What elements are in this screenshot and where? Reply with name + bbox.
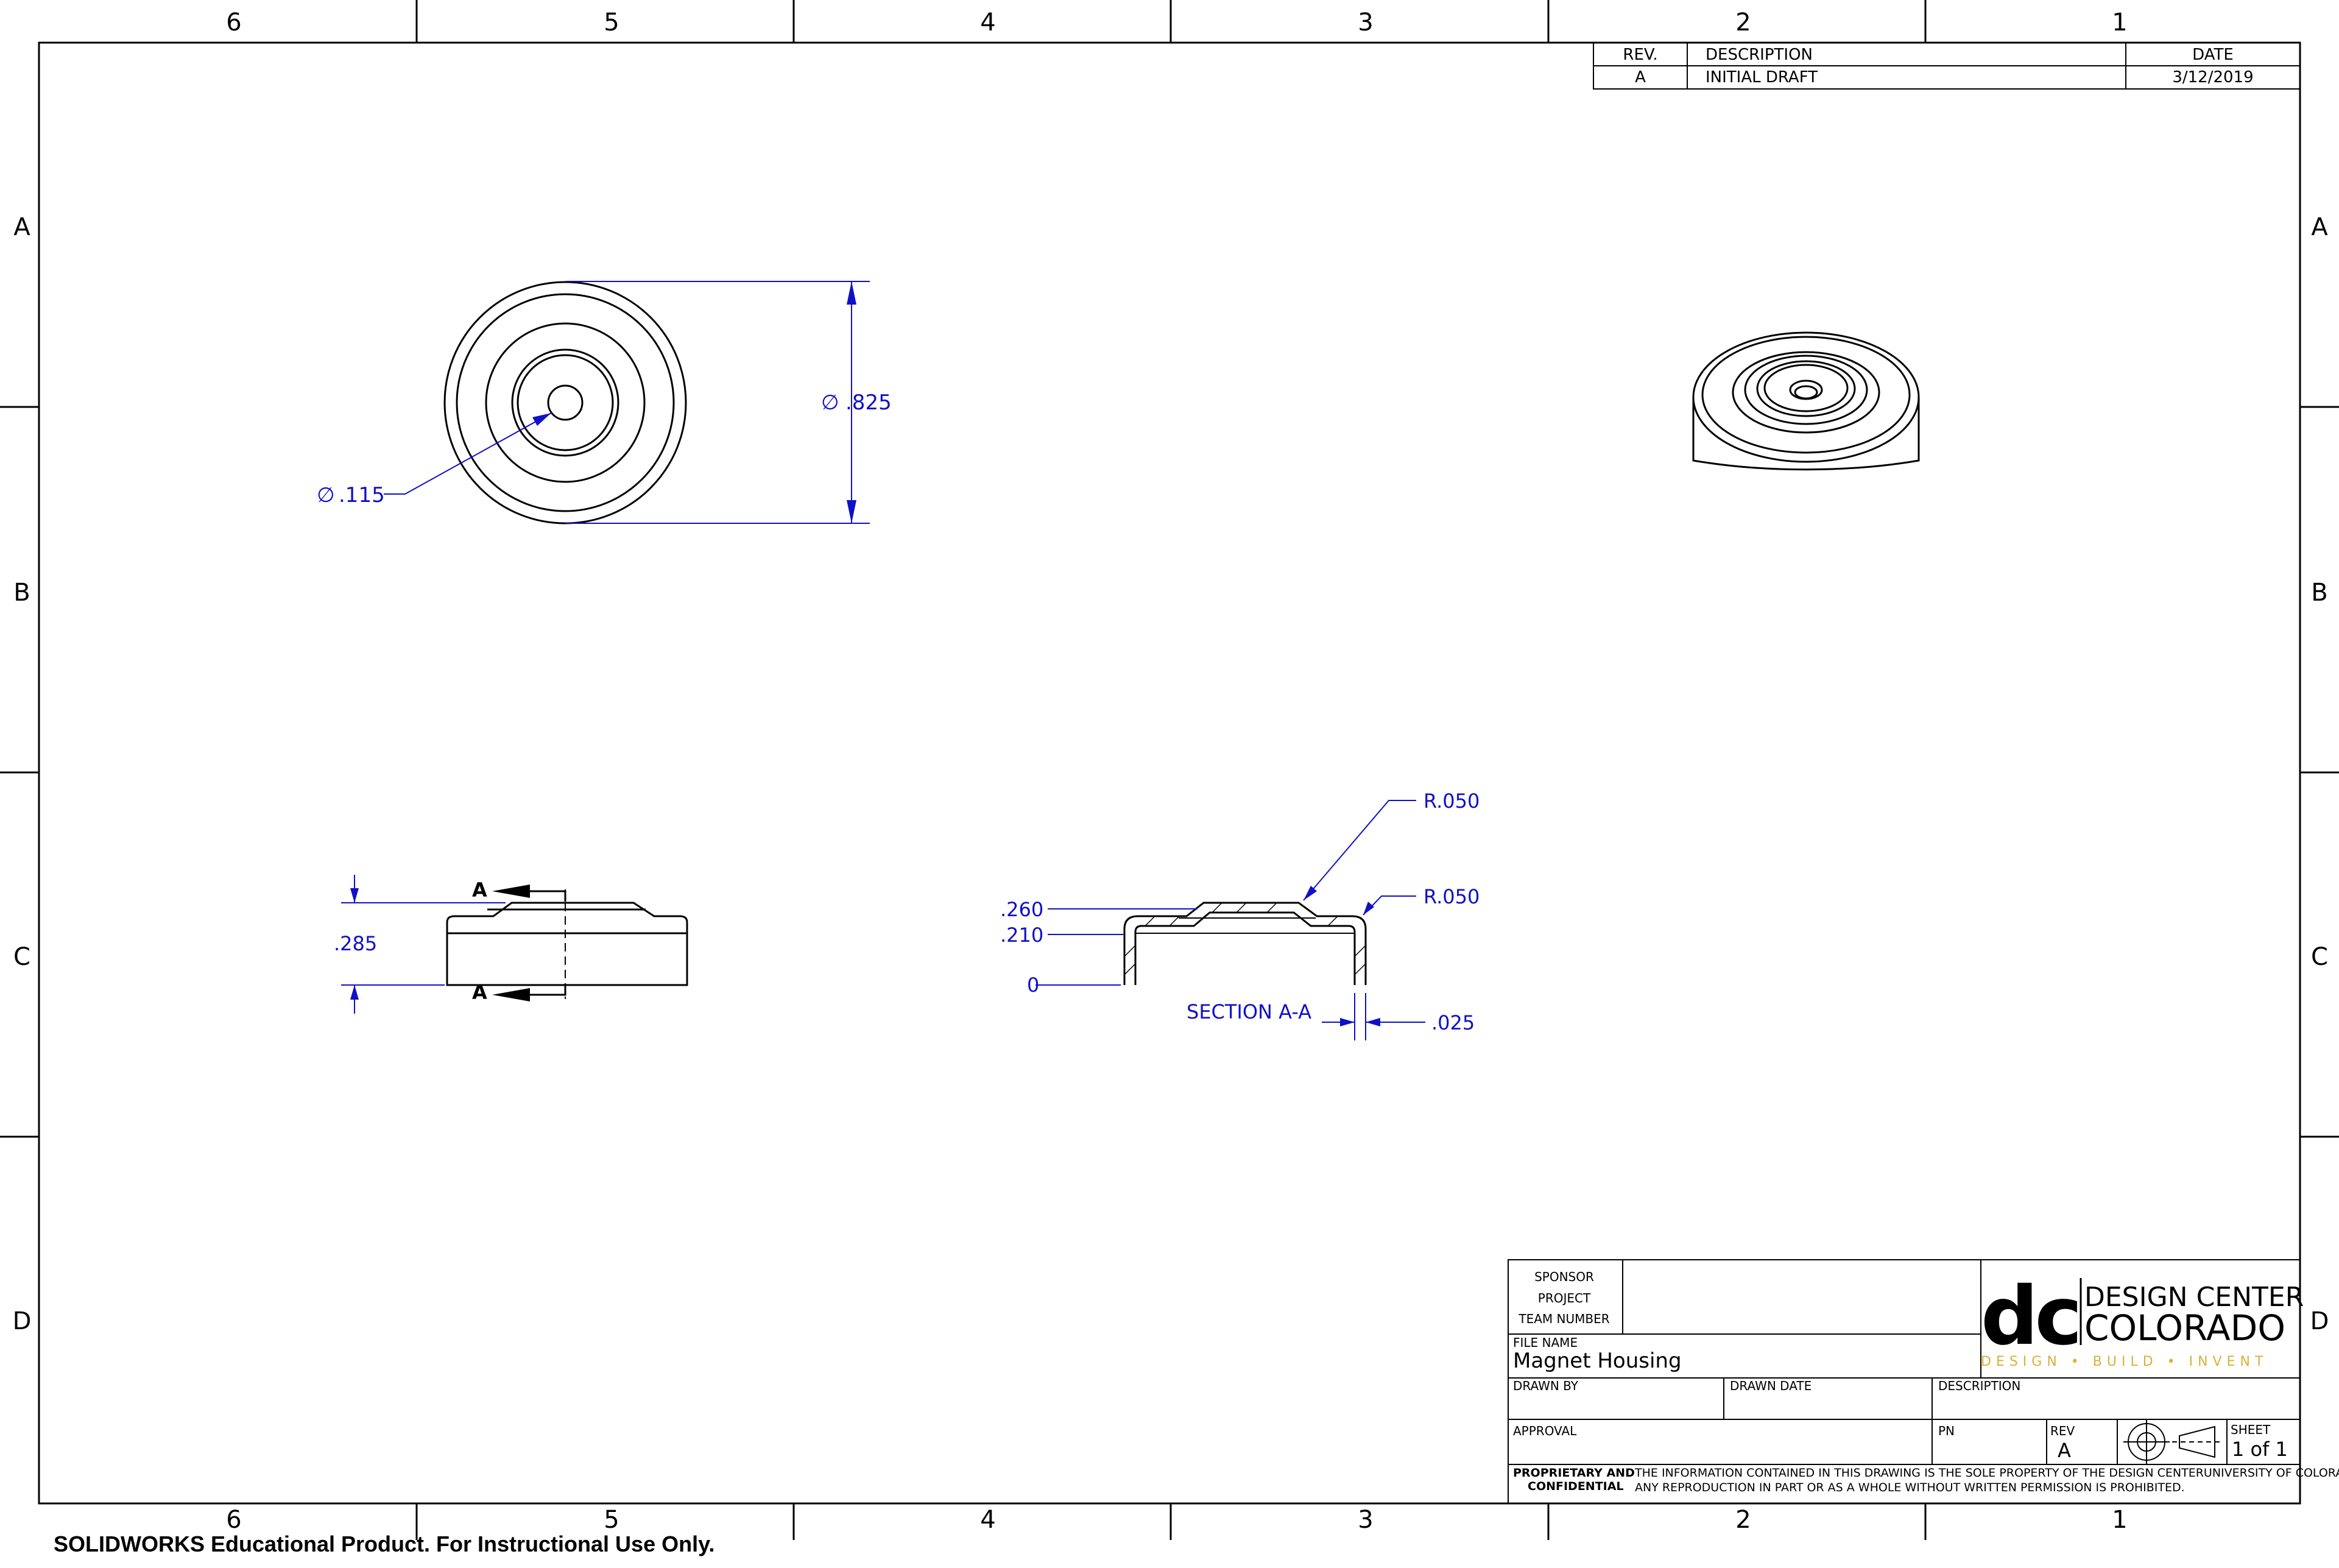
file-name-value: Magnet Housing: [1513, 1349, 1682, 1373]
date-header: DATE: [2192, 46, 2234, 64]
sheet-label: SHEET: [2231, 1422, 2271, 1437]
zone-col-bottom-3: 3: [1358, 1506, 1373, 1534]
zone-col-bottom-5: 5: [604, 1506, 619, 1534]
fillet-top-label: R.050: [1424, 789, 1480, 813]
height-dimension-label: .285: [334, 932, 377, 955]
notice-line-2: ANY REPRODUCTION IN PART OR AS A WHOLE W…: [1635, 1481, 2185, 1494]
zone-col-top-4: 4: [980, 9, 995, 37]
zone-col-top-1: 1: [2112, 9, 2127, 37]
proprietary-line-1: PROPRIETARY AND: [1513, 1466, 1635, 1480]
zone-row-right-a: A: [2311, 213, 2328, 241]
section-title: SECTION A-A: [1187, 1000, 1311, 1023]
approval-label: APPROVAL: [1513, 1424, 1577, 1438]
rev-header: REV.: [1623, 46, 1657, 64]
logo-line-1: DESIGN CENTER: [2084, 1282, 2304, 1313]
projection-symbol-icon: [2123, 1419, 2223, 1464]
zone-col-bottom-6: 6: [226, 1506, 241, 1534]
title-block: SPONSOR PROJECT TEAM NUMBER FILE NAME DR…: [1508, 1259, 2339, 1504]
section-cut-arrows: [492, 885, 566, 1001]
zone-labels: 6 5 4 3 2 1 6 5 4 3 2 1 A B C D A B C D: [13, 9, 2329, 1534]
zone-row-left-d: D: [13, 1307, 32, 1335]
fillet-edge-label: R.050: [1424, 885, 1480, 908]
drawn-by-label: DRAWN BY: [1513, 1379, 1579, 1393]
zone-row-left-c: C: [13, 943, 30, 971]
logo-tagline: DESIGN • BUILD • INVENT: [1981, 1354, 2268, 1369]
rev-value: A: [2058, 1439, 2071, 1462]
proprietary-line-2: CONFIDENTIAL: [1528, 1480, 1624, 1493]
zone-col-bottom-2: 2: [1735, 1506, 1751, 1534]
rev-entry: A: [1635, 68, 1646, 87]
date-entry: 3/12/2019: [2172, 68, 2253, 87]
zone-col-top-2: 2: [1735, 9, 1751, 37]
section-view: [1123, 902, 1367, 985]
pn-label: PN: [1938, 1424, 1955, 1438]
zone-col-top-5: 5: [604, 9, 619, 37]
drawn-date-label: DRAWN DATE: [1730, 1379, 1812, 1393]
section-arrow-label-top: A: [472, 878, 487, 902]
description-entry: INITIAL DRAFT: [1706, 68, 1818, 87]
description-header: DESCRIPTION: [1706, 46, 1813, 64]
zone-col-top-6: 6: [226, 9, 241, 37]
zone-col-top-3: 3: [1358, 9, 1373, 37]
zone-row-right-d: D: [2310, 1307, 2329, 1335]
diameter-symbol-hole: ∅: [317, 483, 335, 507]
section-mid-dimension-label: .210: [1000, 923, 1043, 947]
zone-row-left-b: B: [13, 579, 30, 607]
hole-diameter-label: .115: [339, 483, 385, 507]
rev-label: REV: [2050, 1424, 2075, 1438]
side-view-dimensions: [341, 875, 506, 1014]
sponsor-label: SPONSOR: [1534, 1270, 1594, 1284]
diameter-symbol-outer: ∅: [821, 390, 839, 415]
top-view-dimensions: [384, 281, 870, 524]
educational-notice: SOLIDWORKS Educational Product. For Inst…: [54, 1531, 715, 1556]
wall-thickness-label: .025: [1431, 1011, 1475, 1034]
zone-col-bottom-4: 4: [980, 1506, 995, 1534]
section-hatching: [1124, 902, 1366, 975]
zone-row-left-a: A: [13, 213, 30, 241]
section-zero-dimension-label: 0: [1027, 973, 1039, 997]
outer-diameter-label: .825: [845, 390, 892, 415]
sheet-value: 1 of 1: [2232, 1438, 2288, 1461]
side-view: [446, 889, 688, 999]
zone-col-bottom-1: 1: [2112, 1506, 2127, 1534]
zone-row-right-c: C: [2311, 943, 2328, 971]
section-dimensions: [1035, 800, 1425, 1040]
design-center-logo: dc DESIGN CENTER COLORADO DESIGN • BUILD…: [1981, 1270, 2304, 1369]
project-label: PROJECT: [1538, 1291, 1591, 1305]
description-label: DESCRIPTION: [1938, 1379, 2020, 1393]
notice-line-1: THE INFORMATION CONTAINED IN THIS DRAWIN…: [1634, 1466, 2339, 1480]
isometric-view: [1692, 331, 1920, 471]
team-number-label: TEAM NUMBER: [1518, 1312, 1609, 1326]
section-top-dimension-label: .260: [1000, 898, 1043, 921]
zone-row-right-b: B: [2311, 579, 2327, 607]
revision-block: REV. DESCRIPTION DATE A INITIAL DRAFT 3/…: [1593, 42, 2301, 90]
top-view: [443, 281, 687, 524]
file-name-label: FILE NAME: [1513, 1335, 1578, 1350]
logo-mark: dc: [1981, 1270, 2079, 1363]
section-arrow-label-bottom: A: [472, 981, 487, 1004]
logo-line-2: COLORADO: [2084, 1307, 2285, 1349]
